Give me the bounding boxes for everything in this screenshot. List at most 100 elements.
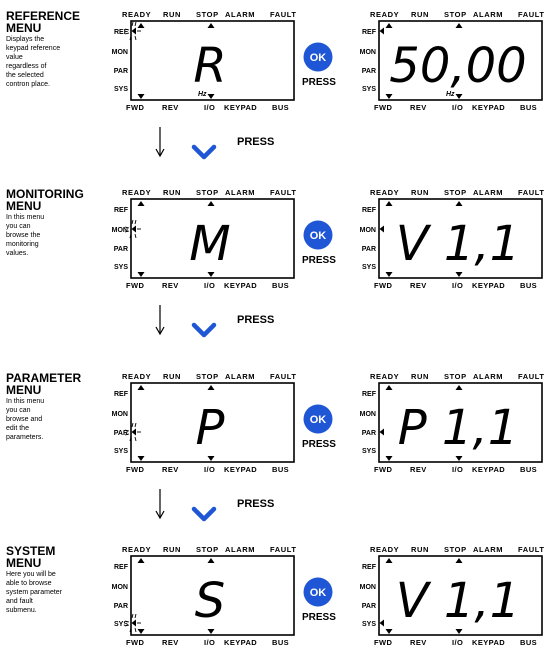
menu-title-line: MENU (6, 383, 42, 397)
io-indicator (207, 456, 215, 461)
description-line: system parameter (6, 589, 63, 596)
display-value: 50,00 (389, 38, 526, 94)
status-label-ready: READY (370, 10, 399, 19)
description-line: browse the (6, 232, 41, 239)
status-label-run: RUN (411, 188, 429, 197)
ok-button-label: OK (310, 587, 327, 599)
status-label-fault: FAULT (518, 372, 545, 381)
side-label-sys: SYS (362, 621, 376, 628)
description-line: you can (6, 407, 31, 414)
chevron-down-icon (191, 322, 217, 338)
side-label-mon: MON (112, 411, 128, 418)
status-label-ready: READY (370, 372, 399, 381)
side-label-ref: REF (362, 207, 377, 214)
status-label-ready: READY (370, 545, 399, 554)
menu-title-line: MENU (6, 199, 42, 213)
mode-label-bus: BUS (520, 281, 537, 290)
mode-label-fwd: FWD (374, 638, 392, 647)
mode-label-io: I/O (452, 638, 463, 647)
mode-label-keypad: KEYPAD (472, 638, 505, 647)
side-label-mon: MON (360, 411, 376, 418)
status-label-stop: STOP (196, 10, 219, 19)
mode-label-bus: BUS (520, 103, 537, 112)
fwd-indicator (137, 272, 145, 277)
side-label-mon: MON (112, 584, 128, 591)
ready-indicator (385, 558, 393, 563)
lcd-screen (378, 20, 543, 101)
status-label-run: RUN (163, 545, 181, 554)
menu-title-line: MENU (6, 556, 42, 570)
io-indicator (455, 272, 463, 277)
side-label-mon: MON (112, 227, 128, 234)
ready-indicator (385, 385, 393, 390)
description-line: the selected (6, 72, 44, 79)
active-menu-indicator (131, 619, 136, 627)
ready-indicator (385, 201, 393, 206)
status-label-alarm: ALARM (225, 188, 255, 197)
ready-indicator (137, 558, 145, 563)
description-line: In this menu (6, 398, 45, 405)
status-label-alarm: ALARM (473, 188, 503, 197)
description-line: value (6, 54, 23, 61)
active-menu-indicator (131, 428, 136, 436)
side-label-par: PAR (114, 246, 128, 253)
mode-label-io: I/O (204, 281, 215, 290)
status-label-ready: READY (122, 545, 151, 554)
mode-label-keypad: KEYPAD (472, 465, 505, 474)
ok-button[interactable]: OK (303, 220, 333, 250)
display-value: M (189, 216, 230, 272)
ok-button[interactable]: OK (303, 577, 333, 607)
lcd-screen (130, 555, 295, 636)
io-indicator (455, 456, 463, 461)
fwd-indicator (385, 629, 393, 634)
mode-label-fwd: FWD (126, 465, 144, 474)
side-label-mon: MON (360, 49, 376, 56)
mode-label-rev: REV (410, 281, 427, 290)
active-menu-indicator (131, 225, 136, 233)
ok-button[interactable]: OK (303, 42, 333, 72)
description-line: regardless of (6, 63, 47, 70)
down-arrow-icon (155, 127, 165, 158)
mode-label-fwd: FWD (374, 465, 392, 474)
status-label-stop: STOP (196, 372, 219, 381)
side-label-par: PAR (362, 246, 376, 253)
side-label-par: PAR (114, 430, 128, 437)
down-arrow-icon (155, 489, 165, 520)
status-label-fault: FAULT (518, 10, 545, 19)
ok-button[interactable]: OK (303, 404, 333, 434)
chevron-down-icon (191, 144, 217, 160)
mode-label-keypad: KEYPAD (472, 103, 505, 112)
display-value: S (195, 573, 225, 629)
side-label-mon: MON (360, 227, 376, 234)
mode-label-bus: BUS (272, 638, 289, 647)
active-menu-indicator (379, 619, 384, 627)
status-label-fault: FAULT (518, 188, 545, 197)
transition-press-label: PRESS (237, 498, 274, 510)
chevron-down-icon (191, 506, 217, 522)
press-ok-label: PRESS (302, 612, 336, 623)
status-label-run: RUN (163, 188, 181, 197)
status-label-stop: STOP (444, 545, 467, 554)
status-label-stop: STOP (444, 372, 467, 381)
mode-label-io: I/O (452, 103, 463, 112)
description-line: In this menu (6, 214, 45, 221)
menu-title-line: MONITORING (6, 187, 84, 201)
side-label-ref: REF (114, 391, 129, 398)
down-arrow-icon (155, 305, 165, 336)
lcd-screen (130, 20, 295, 101)
mode-label-keypad: KEYPAD (224, 103, 257, 112)
mode-label-keypad: KEYPAD (224, 638, 257, 647)
blinking-cursor-icon (124, 219, 141, 239)
side-label-par: PAR (362, 430, 376, 437)
mode-label-keypad: KEYPAD (224, 465, 257, 474)
